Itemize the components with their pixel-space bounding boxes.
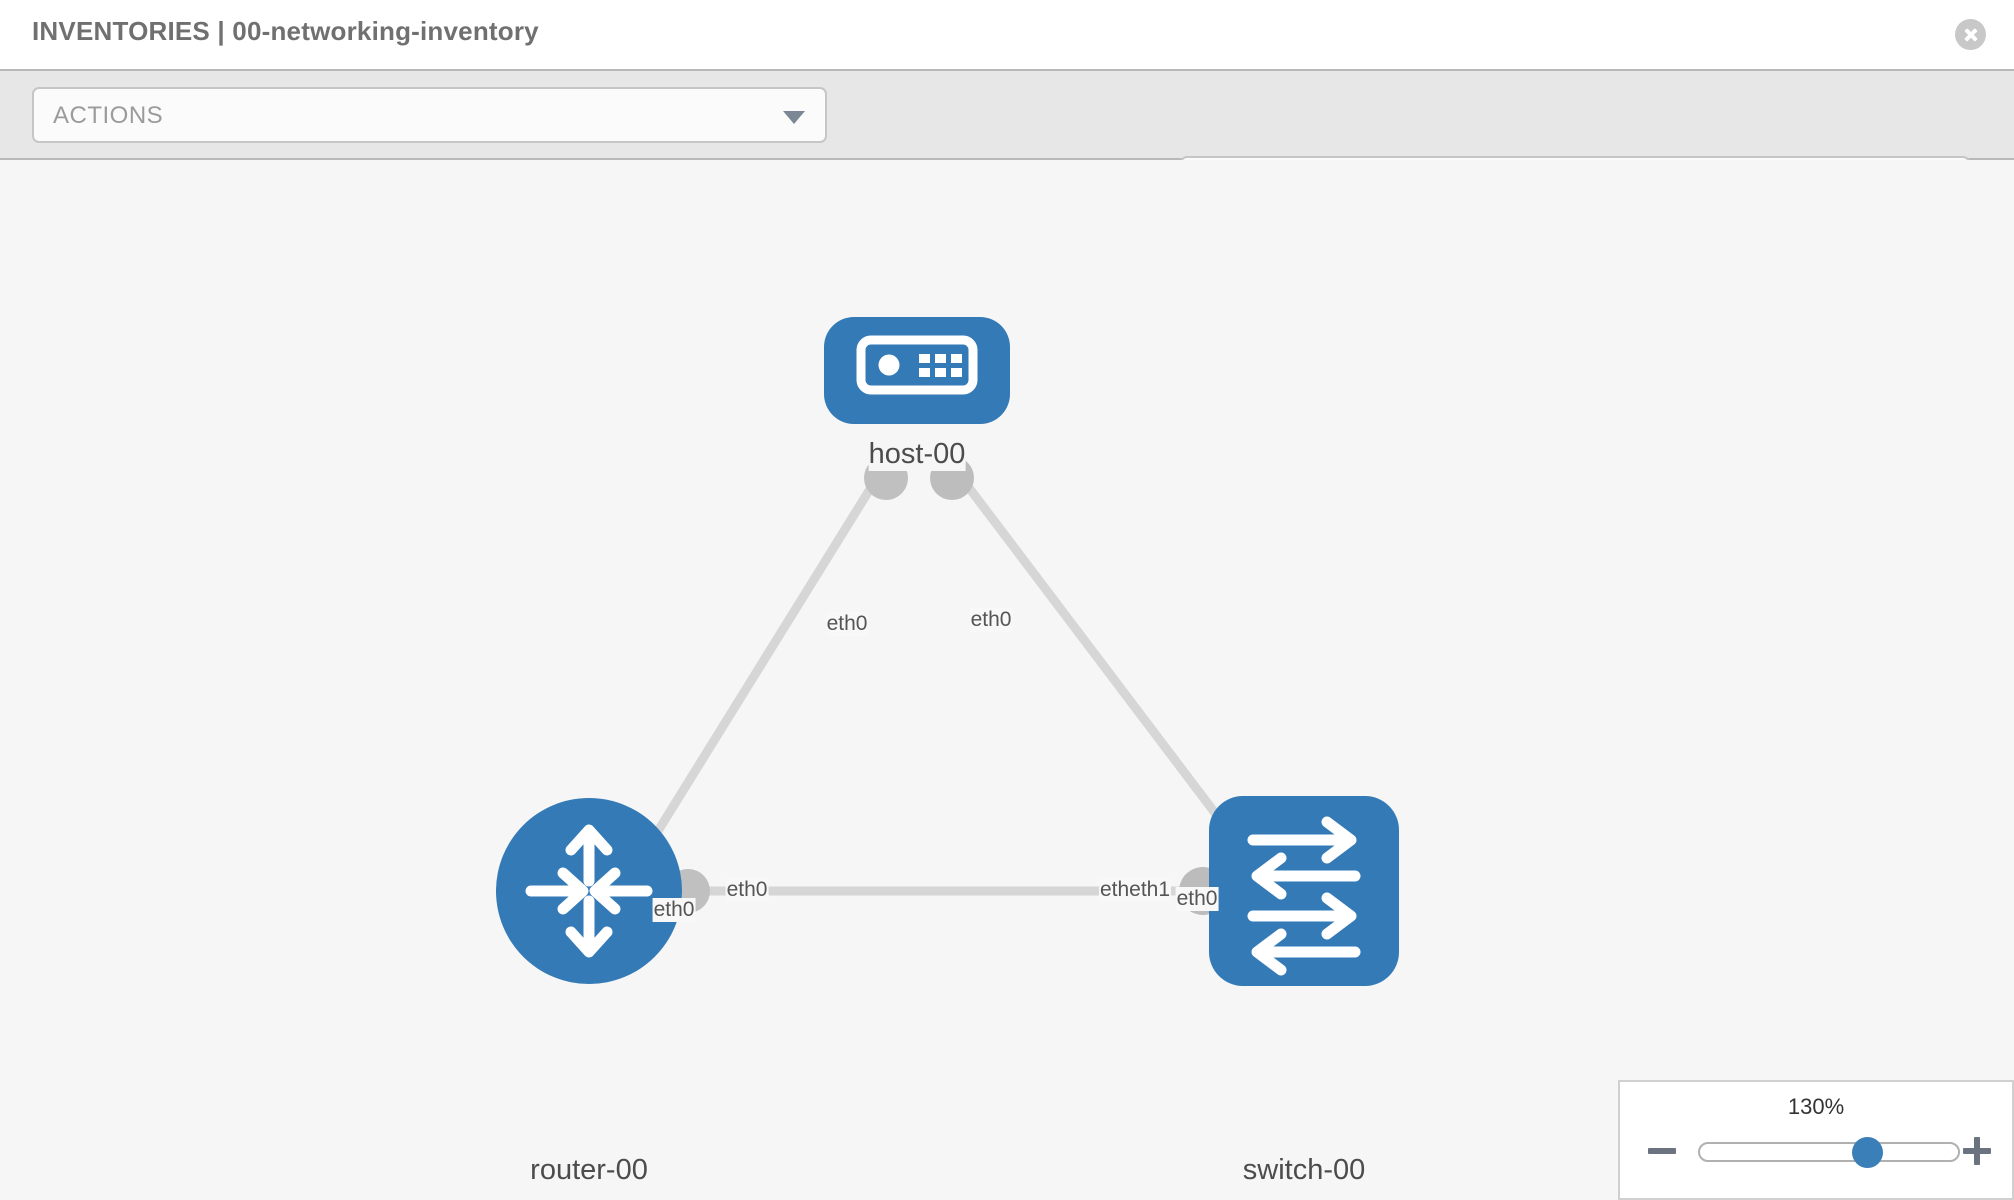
node-label-switch-00: switch-00 [1242,1154,1366,1187]
window-header: INVENTORIES | 00-networking-inventory [0,0,2014,69]
close-icon[interactable] [1955,19,1986,50]
zoom-slider-thumb[interactable] [1852,1136,1884,1168]
actions-dropdown-label: ACTIONS [53,102,164,129]
topology-graph [496,317,1399,986]
node-host-00[interactable] [824,317,1010,424]
edge-host-switch [944,457,1247,853]
iface-label-host-right: eth0 [969,608,1013,632]
node-router-00[interactable] [496,798,682,984]
chevron-down-icon [783,111,805,124]
zoom-out-icon[interactable] [1647,1136,1677,1166]
iface-label-switch-up: eth0 [1175,887,1219,911]
server-device-icon [856,335,978,395]
node-label-host-00: host-00 [868,438,966,471]
iface-label-switch-left: etheth1 [1098,878,1172,902]
zoom-level-value: 130% [1787,1094,1845,1119]
toolbar: ACTIONS SEARCH [0,69,2014,212]
zoom-control-panel: 130% [1618,1080,2014,1200]
router-four-arrows-icon [525,824,653,958]
zoom-slider-row [1620,1130,2012,1174]
zoom-slider-track[interactable] [1698,1136,1960,1168]
iface-label-router-right: eth0 [725,878,769,902]
iface-label-host-left: eth0 [825,612,869,636]
page-title: INVENTORIES | 00-networking-inventory [32,16,539,46]
iface-label-router-up: eth0 [652,898,696,922]
node-switch-00[interactable] [1209,796,1399,986]
node-label-router-00: router-00 [530,1154,648,1187]
edge-host-router [636,457,892,863]
actions-dropdown[interactable]: ACTIONS [32,87,827,143]
topology-canvas[interactable]: host-00 router-00 switch-00 eth0 eth0 et… [0,160,2014,1200]
zoom-in-icon[interactable] [1962,1136,1992,1166]
switch-swap-arrows-icon [1247,816,1361,976]
